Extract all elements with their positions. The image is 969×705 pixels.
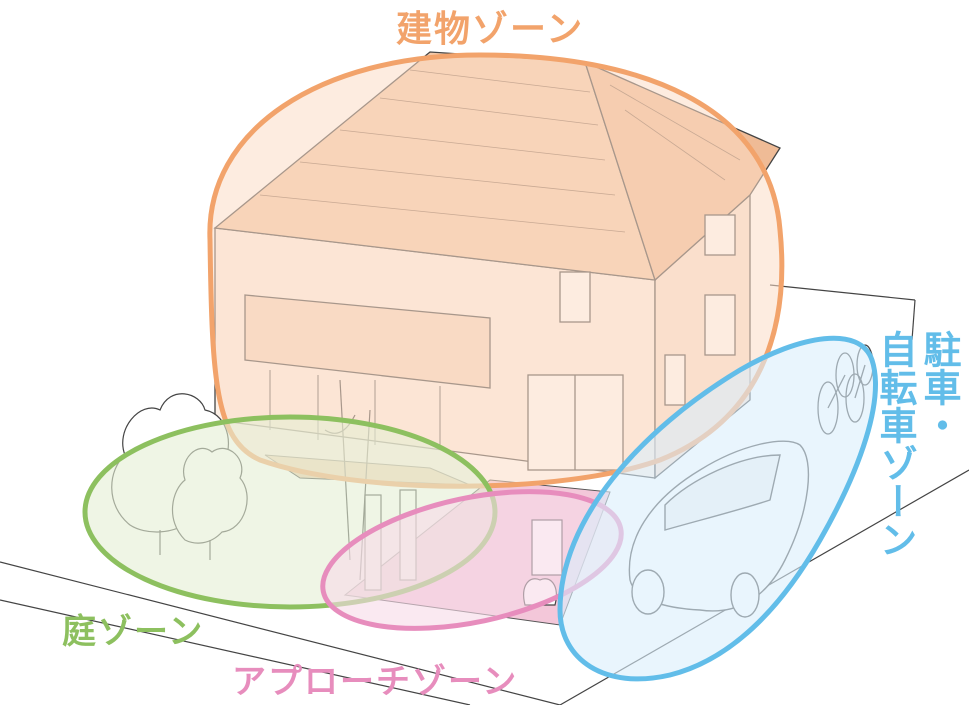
parking-zone-outline — [557, 335, 878, 682]
building-zone-label: 建物ゾーン — [396, 9, 585, 50]
parking-zone-label-line1: 駐車・ — [917, 330, 961, 444]
approach-zone-label: アプローチゾーン — [232, 662, 519, 702]
parking-zone-label-line2: 自転車ゾーン — [873, 330, 917, 558]
garden-zone-label: 庭ゾーン — [62, 612, 205, 652]
parking-zone-label: 駐車・自転車ゾーン — [873, 330, 961, 558]
